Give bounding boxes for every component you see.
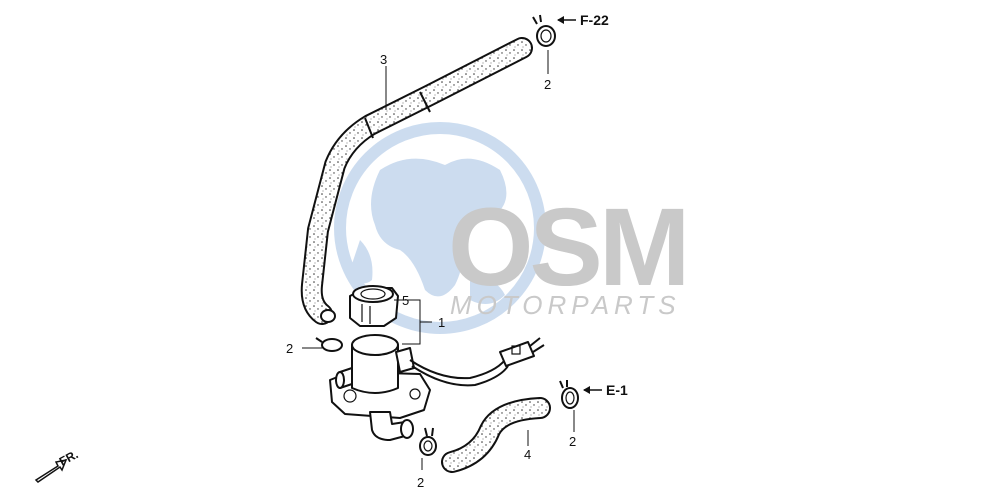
hose-4 bbox=[441, 397, 551, 473]
globe-logo bbox=[334, 122, 546, 334]
callout-5: 5 bbox=[402, 293, 409, 308]
callout-2-left: 2 bbox=[286, 341, 293, 356]
callout-3: 3 bbox=[380, 52, 387, 67]
ref-top-label: F-22 bbox=[580, 12, 609, 28]
callout-2-top: 2 bbox=[544, 77, 551, 92]
hose-3 bbox=[300, 37, 533, 325]
collar-5 bbox=[349, 285, 399, 327]
watermark-brand: OSM bbox=[448, 186, 687, 309]
ref-arrow-top: F-22 bbox=[557, 12, 609, 28]
callout-2-bottom: 2 bbox=[417, 475, 424, 490]
callout-4: 4 bbox=[524, 447, 531, 462]
ref-arrow-right: E-1 bbox=[583, 382, 628, 398]
ref-right-label: E-1 bbox=[606, 382, 628, 398]
clamp-left bbox=[315, 337, 343, 352]
watermark-tagline: MOTORPARTS bbox=[450, 290, 681, 320]
clamp-top bbox=[532, 14, 556, 47]
clamp-right bbox=[559, 380, 579, 409]
watermark: OSM MOTORPARTS bbox=[334, 122, 691, 334]
leader-lines bbox=[302, 50, 575, 470]
callout-1: 1 bbox=[438, 315, 445, 330]
front-indicator: FR. bbox=[34, 447, 80, 483]
callout-2-right: 2 bbox=[569, 434, 576, 449]
clamp-bottom bbox=[419, 427, 437, 456]
air-valve-1 bbox=[329, 334, 545, 441]
